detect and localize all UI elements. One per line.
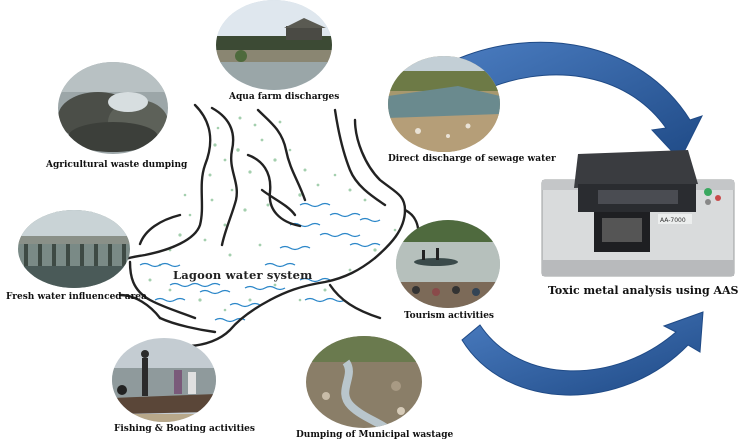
aqua-farm-caption: Aqua farm discharges	[229, 92, 340, 102]
model-label: AA-7000	[660, 217, 686, 224]
aas-instrument: AA-7000	[538, 140, 738, 280]
sewage-caption: Direct discharge of sewage water	[388, 154, 556, 164]
agricultural-waste-photo	[58, 62, 168, 154]
water-ripples	[139, 202, 381, 323]
arrow-from-samples	[461, 311, 704, 396]
municipal-photo	[306, 336, 422, 428]
fresh-water-caption: Fresh water influenced area	[6, 292, 147, 302]
municipal-caption: Dumping of Municipal wastage	[296, 430, 454, 440]
tourism-photo	[396, 220, 500, 308]
model-plate	[658, 214, 692, 224]
sewage-photo	[388, 56, 500, 152]
lagoon-shoreline	[103, 103, 442, 348]
vegetation-texture	[148, 116, 397, 312]
tourism-caption: Tourism activities	[404, 311, 494, 321]
lagoon-label: Lagoon water system	[173, 268, 313, 282]
aqua-farm-photo	[216, 0, 332, 90]
arrow-to-analysis	[454, 41, 703, 161]
analysis-caption: Toxic metal analysis using AAS	[548, 284, 739, 297]
fishing-photo	[112, 338, 216, 422]
agricultural-waste-caption: Agricultural waste dumping	[46, 160, 188, 170]
fishing-caption: Fishing & Boating activities	[114, 424, 255, 434]
fresh-water-photo	[18, 210, 130, 288]
